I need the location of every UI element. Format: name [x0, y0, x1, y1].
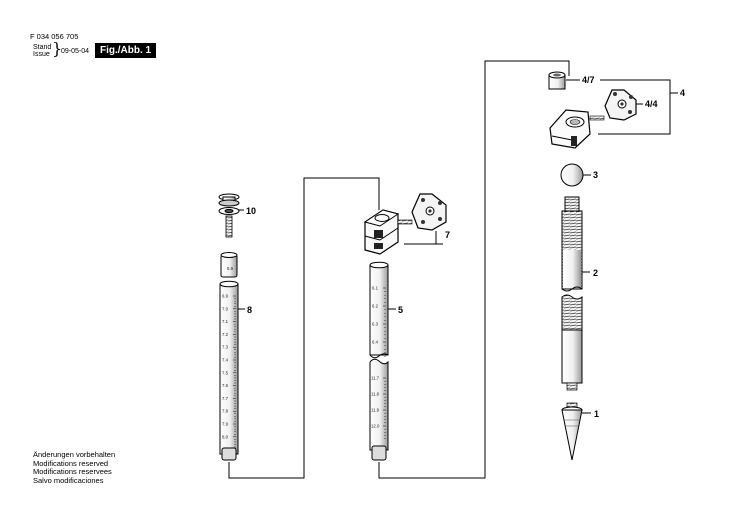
knob-part-4-4: [604, 89, 637, 121]
scale-label: 7.9: [222, 422, 229, 427]
notice-line-en: Modifications reserved: [33, 458, 109, 468]
scale-label: 11.8: [371, 392, 380, 397]
leader-bracket-7: [404, 233, 437, 245]
scale-label: 8.0: [222, 434, 229, 439]
scale-label: 7.8: [222, 409, 229, 414]
scale-label: 6.1: [372, 286, 379, 291]
modifications-notice: Änderungen vorbehalten Modifications res…: [33, 450, 116, 485]
callout-4-7: 4/7: [582, 75, 595, 85]
rod-8-scale: 6.9 7.0 7.1 7.2 7.3 7.4 7.5 7.6 7.7 7.8 7.9 8.0: [222, 294, 236, 448]
measuring-rod-part-8: 6.9 7.0 7.1 7.2 7.3 7.4 7.5 7.6 7.7 7.8 7.9 8.0: [219, 280, 239, 461]
sleeve-scale-mark: 5.9: [227, 266, 234, 271]
rod-5-lower-scale: 11.7 11.8 11.9 12.0: [371, 376, 386, 439]
scale-label: 7.2: [222, 332, 229, 337]
assembly-connection-line: [228, 177, 380, 479]
measuring-rod-part-5: 6.1 6.2 6.3 6.4 11.7 11.8 11.9 12.0: [369, 261, 389, 461]
notice-line-de: Änderungen vorbehalten: [33, 450, 116, 459]
scale-label: 7.4: [222, 358, 229, 363]
callout-10: 10: [246, 206, 256, 216]
bracket-part-4: [598, 79, 671, 135]
callout-5: 5: [398, 305, 403, 315]
scale-label: 7.0: [222, 306, 229, 311]
stand-issue-brace: }: [52, 39, 63, 58]
clamp-screw-part-10: [218, 193, 240, 238]
assembly-connection-line-2: [378, 60, 570, 479]
rod-5-upper-scale: 6.1 6.2 6.3 6.4: [372, 286, 386, 357]
figure-badge: Fig./Abb. 1: [95, 43, 157, 58]
ball-part-3: [560, 163, 584, 187]
coupling-sleeve: 5.9: [220, 252, 238, 278]
callout-4: 4: [680, 88, 685, 98]
scale-label: 7.1: [222, 319, 229, 324]
scale-label: 7.5: [222, 370, 229, 375]
scale-label: 6.4: [372, 340, 379, 345]
scale-label: 6.2: [372, 304, 379, 309]
scale-label: 12.0: [371, 424, 380, 429]
clamp-part-7: [363, 193, 447, 255]
callout-4-4: 4/4: [645, 99, 658, 109]
callout-8: 8: [247, 305, 252, 315]
cap-part-4-7: [548, 71, 566, 90]
threaded-rod-part-2: [561, 196, 583, 391]
scale-label: 6.3: [372, 322, 379, 327]
spike-part-1: [561, 402, 583, 461]
document-number: F 034 056 705: [30, 32, 79, 41]
scale-label: 6.9: [222, 294, 229, 299]
scale-label: 7.7: [222, 396, 229, 401]
scale-label: 7.3: [222, 345, 229, 350]
scale-label: 11.9: [371, 408, 380, 413]
callout-3: 3: [593, 170, 598, 180]
callout-1: 1: [594, 409, 599, 419]
head-clamp-part-4: [549, 109, 605, 149]
notice-line-es: Salvo modificaciones: [33, 475, 104, 485]
stand-label: Stand: [33, 44, 52, 51]
scale-label: 7.6: [222, 383, 229, 388]
issue-label: Issue: [33, 51, 50, 58]
callout-7: 7: [445, 230, 450, 240]
notice-line-fr: Modifications reservees: [33, 467, 112, 476]
scale-label: 11.7: [371, 376, 380, 381]
issue-date: 09-05-04: [61, 48, 90, 55]
callout-2: 2: [593, 268, 598, 278]
